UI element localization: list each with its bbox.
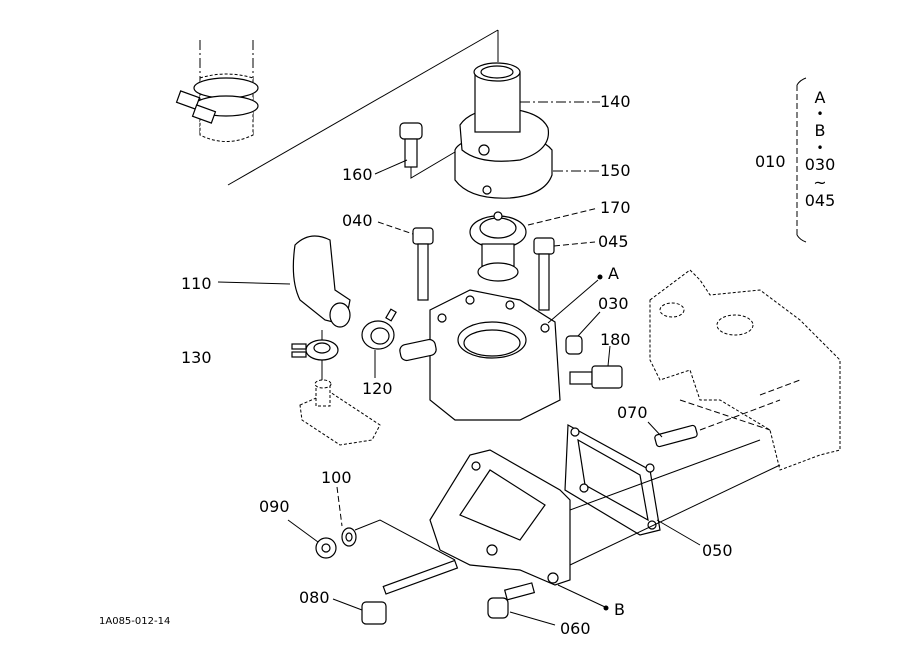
part-label-080[interactable]: 080 [299, 588, 330, 607]
pipe-flange-illustration [299, 379, 381, 446]
part-label-090[interactable]: 090 [259, 497, 290, 516]
part-label-160[interactable]: 160 [342, 165, 373, 184]
stud-070-illustration [654, 424, 698, 448]
engine-block-illustration [649, 269, 841, 471]
bypass-hose-illustration [292, 235, 351, 328]
part-label-060[interactable]: 060 [560, 619, 591, 638]
part-label-130[interactable]: 130 [181, 348, 212, 367]
washer-100-illustration [341, 527, 357, 547]
part-label-170[interactable]: 170 [600, 198, 631, 217]
part-label-040[interactable]: 040 [342, 211, 373, 230]
group-item-a: A [814, 88, 826, 107]
reference-point-b[interactable]: B [614, 600, 625, 619]
group-item-b: B [814, 121, 826, 140]
part-label-100[interactable]: 100 [321, 468, 352, 487]
bolt-045-illustration [533, 237, 555, 311]
part-label-070[interactable]: 070 [617, 403, 648, 422]
part-label-140[interactable]: 140 [600, 92, 631, 111]
part-label-030[interactable]: 030 [598, 294, 629, 313]
drawing-code: 1A085-012-14 [99, 616, 171, 627]
bullet-icon: • [816, 141, 824, 155]
assembly-group-list: A • B • 030 ~ 045 [800, 88, 840, 212]
clamp-130-illustration [291, 339, 339, 361]
part-label-150[interactable]: 150 [600, 161, 631, 180]
group-item-030: 030 [804, 155, 836, 174]
part-label-180[interactable]: 180 [600, 330, 631, 349]
bolt-160-illustration [399, 122, 456, 179]
nut-090-illustration [315, 537, 337, 559]
part-label-045[interactable]: 045 [598, 232, 629, 251]
bracket-illustration [429, 449, 571, 586]
assembly-group-bracket [796, 77, 807, 243]
bolt-040-illustration [412, 227, 434, 301]
thermostat-housing-illustration [399, 289, 561, 421]
group-item-045: 045 [804, 191, 836, 210]
sensor-180-illustration [569, 365, 623, 389]
range-tilde-icon: ~ [813, 173, 827, 192]
water-flange-illustration [454, 62, 553, 199]
thermostat-illustration [469, 211, 527, 282]
gasket-050-illustration [564, 424, 661, 536]
bolt-080-illustration [361, 559, 459, 625]
bullet-icon: • [816, 107, 824, 121]
plug-030-illustration [565, 335, 583, 355]
part-label-110[interactable]: 110 [181, 274, 212, 293]
part-label-010[interactable]: 010 [755, 152, 786, 171]
reference-point-a[interactable]: A [608, 264, 619, 283]
part-label-120[interactable]: 120 [362, 379, 393, 398]
upper-hose-illustration [175, 40, 259, 142]
part-label-050[interactable]: 050 [702, 541, 733, 560]
bolt-060-illustration [487, 582, 536, 619]
clamp-120-illustration [361, 308, 397, 350]
leader-line [227, 29, 499, 186]
